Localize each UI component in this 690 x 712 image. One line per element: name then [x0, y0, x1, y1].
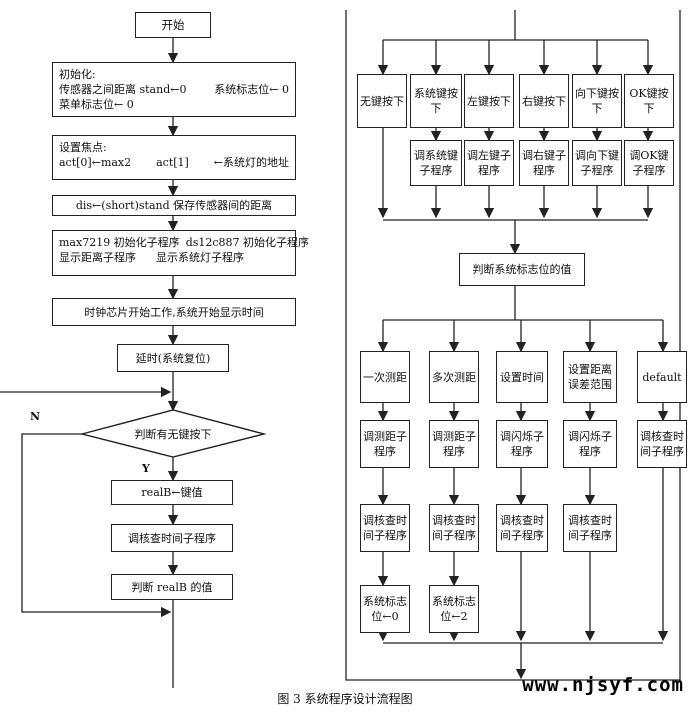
init-menuflag: 菜单标志位← 0 — [59, 98, 134, 111]
step-label: 调核查时间子程序 — [568, 514, 612, 542]
key-none-box: 无键按下 — [357, 74, 407, 128]
s1-single-box: 调测距子程序 — [360, 420, 410, 468]
key-label: 右键按下 — [522, 94, 566, 108]
s1-default-box: 调核查时间子程序 — [637, 420, 687, 468]
s2-single-box: 调核查时间子程序 — [360, 504, 410, 552]
realb-label: realB←键值 — [141, 486, 203, 499]
init-title: 初始化: — [59, 68, 96, 81]
s2-setrange-box: 调核查时间子程序 — [563, 504, 617, 552]
sub-right-box: 调右键子程序 — [519, 140, 569, 186]
judge-realb-label: 判断 realB 的值 — [131, 580, 213, 594]
focus-addr: ←系统灯的地址 — [213, 156, 289, 169]
no-label: N — [30, 410, 41, 423]
flag-label: 多次测距 — [432, 370, 476, 384]
judge-flag-box: 判断系统标志位的值 — [459, 253, 585, 286]
key-sub-label: 调右键子程序 — [522, 149, 566, 177]
step-label: 系统标志位←0 — [363, 595, 407, 623]
judge-flag-label: 判断系统标志位的值 — [472, 263, 572, 276]
focus-title: 设置焦点: — [59, 141, 107, 154]
subroutine-box: max7219 初始化子程序 ds12c887 初始化子程序 显示距离子程序 显示系… — [52, 230, 309, 276]
key-system-box: 系统键按下 — [410, 74, 462, 128]
sub-show-dist: 显示距离子程序 — [59, 251, 136, 264]
s3-multi-box: 系统标志位←2 — [429, 585, 479, 633]
judge-realb-box: 判断 realB 的值 — [111, 574, 233, 600]
flag-multi-box: 多次测距 — [429, 351, 479, 403]
key-label: 无键按下 — [360, 94, 404, 108]
sub-down-box: 调向下键子程序 — [572, 140, 622, 186]
focus-act1: act[1] — [156, 156, 189, 169]
init-stand: 传感器之间距离 stand←0 — [59, 83, 187, 96]
step-label: 调核查时间子程序 — [640, 430, 684, 458]
focus-box: 设置焦点: act[0]←max2 act[1] ←系统灯的地址 — [52, 135, 296, 180]
sub-show-light: 显示系统灯子程序 — [156, 251, 244, 264]
check-time-box: 调核查时间子程序 — [111, 524, 233, 552]
decision-label: 判断有无键按下 — [134, 427, 212, 441]
flag-label: 一次测距 — [363, 370, 407, 384]
dist-box: dis←(short)stand 保存传感器间的距离 — [52, 195, 296, 216]
s1-settime-box: 调闪烁子程序 — [496, 420, 548, 468]
flag-single-box: 一次测距 — [360, 351, 410, 403]
step-label: 调核查时间子程序 — [500, 514, 544, 542]
sub-ds12c887: ds12c887 初始化子程序 — [185, 236, 310, 249]
key-right-box: 右键按下 — [519, 74, 569, 128]
s1-setrange-box: 调闪烁子程序 — [563, 420, 617, 468]
step-label: 调核查时间子程序 — [363, 514, 407, 542]
step-label: 调闪烁子程序 — [568, 430, 612, 458]
init-box: 初始化: 传感器之间距离 stand←0 系统标志位← 0 菜单标志位← 0 — [52, 62, 296, 117]
step-label: 调闪烁子程序 — [500, 430, 544, 458]
step-label: 系统标志位←2 — [432, 595, 476, 623]
step-label: 调测距子程序 — [432, 430, 476, 458]
clock-label: 时钟芯片开始工作,系统开始显示时间 — [84, 305, 264, 319]
step-label: 调测距子程序 — [363, 430, 407, 458]
sub-left-box: 调左键子程序 — [464, 140, 514, 186]
check-time-label: 调核查时间子程序 — [128, 531, 216, 545]
focus-act0: act[0]←max2 — [59, 156, 132, 169]
flag-setrange-box: 设置距离误差范围 — [563, 351, 617, 403]
flag-label: 设置时间 — [500, 370, 544, 384]
key-label: 向下键按下 — [575, 87, 619, 115]
delay-label: 延时(系统复位) — [135, 351, 211, 365]
yes-label: Y — [142, 462, 150, 475]
key-label: 系统键按下 — [414, 87, 458, 115]
step-label: 调核查时间子程序 — [432, 514, 476, 542]
key-down-box: 向下键按下 — [572, 74, 622, 128]
key-sub-label: 调OK键子程序 — [629, 149, 669, 177]
key-label: OK键按下 — [629, 87, 669, 115]
start-label: 开始 — [161, 18, 185, 32]
key-sub-label: 调左键子程序 — [467, 149, 511, 177]
flag-settime-box: 设置时间 — [496, 351, 548, 403]
flag-label: 设置距离误差范围 — [568, 363, 612, 391]
figure-caption: 图 3 系统程序设计流程图 — [277, 692, 413, 706]
init-sysflag: 系统标志位← 0 — [214, 83, 289, 96]
clock-box: 时钟芯片开始工作,系统开始显示时间 — [52, 298, 296, 326]
realb-box: realB←键值 — [111, 480, 233, 505]
s2-multi-box: 调核查时间子程序 — [429, 504, 479, 552]
key-left-box: 左键按下 — [464, 74, 514, 128]
s1-multi-box: 调测距子程序 — [429, 420, 479, 468]
sub-max7219: max7219 初始化子程序 — [59, 236, 180, 249]
site-watermark: www.njsyf.com — [522, 674, 684, 696]
start-box: 开始 — [135, 12, 211, 38]
key-sub-label: 调向下键子程序 — [575, 149, 619, 177]
key-ok-box: OK键按下 — [624, 74, 674, 128]
sub-ok-box: 调OK键子程序 — [624, 140, 674, 186]
sub-system-box: 调系统键子程序 — [410, 140, 462, 186]
dist-label: dis←(short)stand 保存传感器间的距离 — [75, 199, 273, 212]
delay-box: 延时(系统复位) — [117, 344, 229, 372]
key-sub-label: 调系统键子程序 — [414, 149, 458, 177]
s3-single-box: 系统标志位←0 — [360, 585, 410, 633]
decision-diamond — [79, 409, 267, 458]
s2-settime-box: 调核查时间子程序 — [496, 504, 548, 552]
flag-default-box: default — [637, 351, 687, 403]
key-label: 左键按下 — [467, 94, 511, 108]
flag-label: default — [642, 370, 682, 384]
